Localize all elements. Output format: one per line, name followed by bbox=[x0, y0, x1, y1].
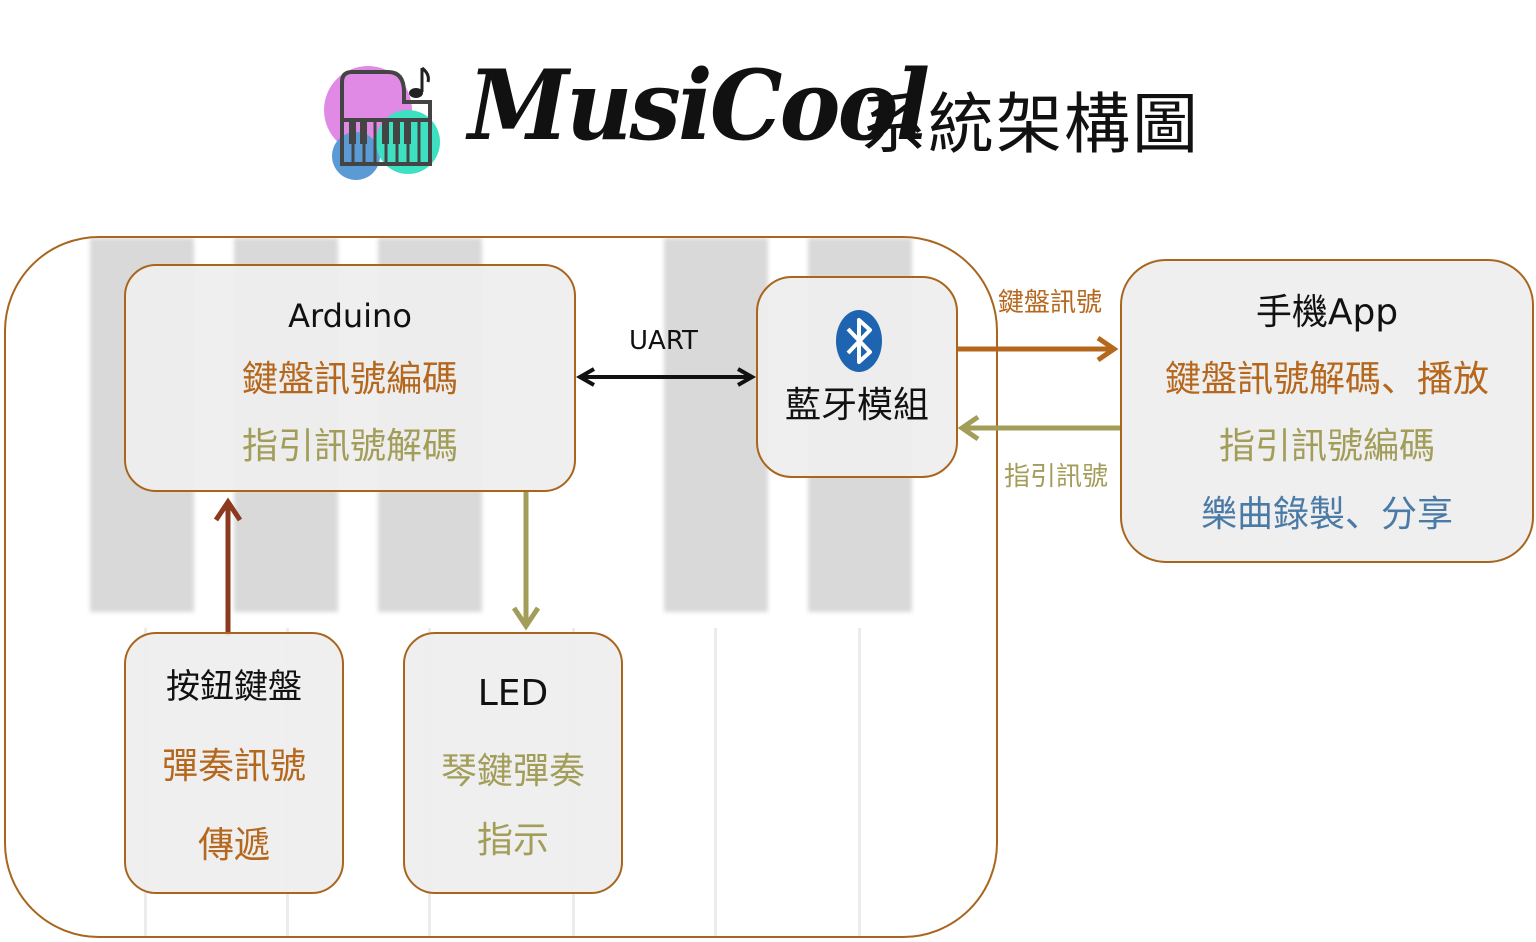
arduino-box: Arduino 鍵盤訊號編碼 指引訊號解碼 bbox=[124, 264, 576, 492]
guide-signal-arrow bbox=[957, 414, 1120, 442]
led-indicate-label: 指示 bbox=[476, 820, 549, 861]
phone-app-record-label: 樂曲錄製、分享 bbox=[1200, 494, 1453, 535]
button-keyboard-title: 按鈕鍵盤 bbox=[166, 667, 302, 707]
led-box: LED 琴鍵彈奏 指示 bbox=[403, 632, 623, 894]
arduino-encode-label: 鍵盤訊號編碼 bbox=[241, 359, 458, 400]
phone-app-decode-label: 鍵盤訊號解碼、播放 bbox=[1164, 359, 1489, 400]
uart-arrow bbox=[575, 367, 757, 387]
arduino-led-arrow bbox=[511, 492, 541, 631]
keyboard-arduino-arrow bbox=[213, 497, 243, 636]
brand-title: MusiCool bbox=[468, 49, 930, 162]
guide-signal-label: 指引訊號 bbox=[1004, 462, 1109, 492]
button-keyboard-transmit-label: 傳遞 bbox=[197, 825, 270, 866]
bluetooth-module-label: 藍牙模組 bbox=[784, 385, 929, 426]
phone-app-box: 手機App 鍵盤訊號解碼、播放 指引訊號編碼 樂曲錄製、分享 bbox=[1120, 259, 1534, 563]
musicool-logo bbox=[324, 66, 440, 180]
page-title: 系統架構圖 bbox=[860, 86, 1200, 163]
phone-app-encode-label: 指引訊號編碼 bbox=[1218, 426, 1435, 467]
uart-label: UART bbox=[629, 326, 698, 356]
led-keypress-label: 琴鍵彈奏 bbox=[440, 751, 585, 792]
phone-app-title: 手機App bbox=[1255, 292, 1399, 333]
led-title: LED bbox=[477, 673, 549, 714]
key-signal-label: 鍵盤訊號 bbox=[998, 288, 1103, 318]
key-signal-arrow bbox=[958, 335, 1119, 363]
button-keyboard-signal-label: 彈奏訊號 bbox=[161, 746, 306, 787]
button-keyboard-box: 按鈕鍵盤 彈奏訊號 傳遞 bbox=[124, 632, 344, 894]
arduino-decode-label: 指引訊號解碼 bbox=[241, 426, 458, 467]
bluetooth-module-box: 藍牙模組 bbox=[756, 276, 958, 478]
bluetooth-icon bbox=[836, 310, 882, 372]
arduino-title: Arduino bbox=[288, 297, 412, 335]
